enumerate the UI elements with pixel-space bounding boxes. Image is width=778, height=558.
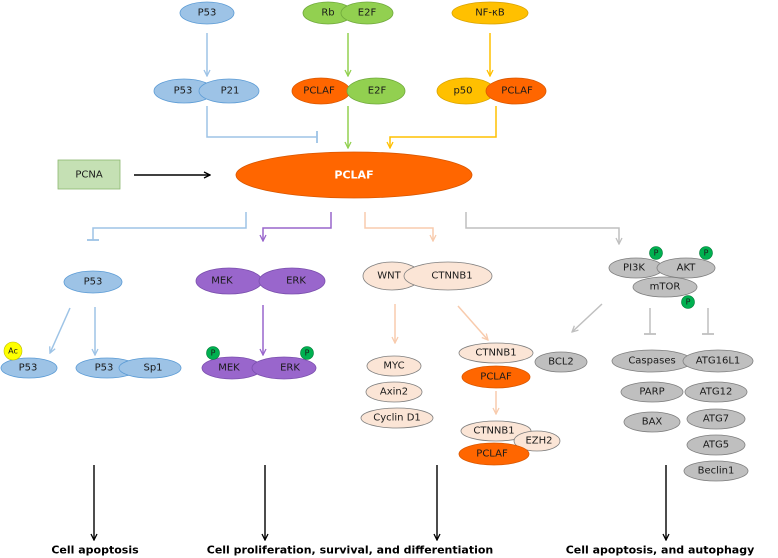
p50-pclaf-complex: p50 PCLAF — [436, 77, 547, 105]
rb-label: Rb — [321, 8, 334, 19]
bcl2-label: BCL2 — [548, 357, 574, 368]
p50-label: p50 — [453, 86, 472, 97]
wnt-ctnnb1-complex: WNT CTNNB1 — [362, 261, 493, 291]
pi3k-label: PI3K — [623, 263, 645, 274]
p53-p21-complex: P53 P21 — [153, 78, 260, 104]
beclin1-node: Beclin1 — [683, 460, 749, 482]
outcome-apoptosis: Cell apoptosis — [51, 544, 139, 557]
arrow-pi3k-to-bcl2 — [572, 303, 603, 332]
phospho-akt-badge: P — [699, 246, 713, 260]
ctnnb1-a-label: CTNNB1 — [431, 271, 472, 282]
p53-branch-label: P53 — [84, 277, 103, 288]
parp-label: PARP — [639, 387, 664, 398]
ezh2-label: EZH2 — [525, 436, 552, 447]
mek-erk-complex: MEK ERK — [195, 267, 326, 295]
arrow-p50-to-pclaf — [390, 106, 497, 148]
p53-mid-label: P53 — [174, 86, 193, 97]
mek1-label: MEK — [211, 276, 233, 287]
mek-erk-phospho-complex: MEK ERK — [201, 356, 317, 380]
arrow-pclaf-to-wnt — [364, 212, 433, 241]
ctnnb1-c-label: CTNNB1 — [473, 426, 514, 437]
cyclind1-node: Cyclin D1 — [360, 407, 434, 429]
phospho-pi3k-badge: P — [649, 246, 663, 260]
arrow-pclaf-to-mek-erk — [263, 212, 332, 241]
erk1-label: ERK — [286, 276, 306, 287]
atg7-node: ATG7 — [686, 408, 746, 430]
inhibit-p21-to-pclaf — [206, 106, 317, 138]
p53-top-label: P53 — [198, 8, 217, 19]
bcl2-node: BCL2 — [534, 351, 588, 373]
svg-text:P: P — [686, 298, 691, 307]
pclaf-center-node: PCLAF — [235, 151, 473, 199]
pclaf-b-label: PCLAF — [480, 372, 512, 383]
mtor-label: mTOR — [650, 282, 681, 293]
pi3k-akt-mtor-complex: PI3K AKT mTOR — [608, 257, 716, 298]
outcome-proliferation: Cell proliferation, survival, and differ… — [207, 544, 494, 557]
e2f-mid-label: E2F — [368, 86, 387, 97]
pclaf-center-label: PCLAF — [334, 169, 373, 182]
nfkb-node: NF-κB — [451, 1, 529, 25]
arrow-p53-to-acetyl — [50, 307, 71, 353]
phospho-mek-badge: P — [206, 346, 220, 360]
atg12-node: ATG12 — [684, 381, 748, 403]
p53-sp1-label: P53 — [95, 363, 114, 374]
atg12-label: ATG12 — [700, 387, 733, 398]
p53-top-node: P53 — [179, 1, 235, 25]
ac-label: Ac — [8, 347, 18, 356]
arrow-pclaf-to-pi3k — [465, 212, 619, 244]
beclin1-label: Beclin1 — [698, 466, 735, 477]
p53-acetyl-node: P53 — [0, 357, 58, 379]
bax-node: BAX — [623, 411, 681, 433]
ctnnb1-ezh2-pclaf-complex: CTNNB1 EZH2 PCLAF — [458, 420, 561, 466]
svg-text:P: P — [211, 349, 216, 358]
atg7-label: ATG7 — [703, 414, 729, 425]
akt-label: AKT — [677, 263, 697, 274]
pclaf-e2f-label: PCLAF — [303, 86, 335, 97]
svg-text:P: P — [704, 249, 709, 258]
myc-label: MYC — [383, 361, 404, 372]
pcna-label: PCNA — [75, 170, 102, 181]
bax-label: BAX — [642, 417, 663, 428]
pclaf-p50-label: PCLAF — [501, 86, 533, 97]
nfkb-label: NF-κB — [475, 8, 505, 19]
atg16l1-label: ATG16L1 — [696, 356, 741, 367]
mek2-label: MEK — [218, 363, 240, 374]
pclaf-c-label: PCLAF — [476, 449, 508, 460]
p53-sp1-complex: P53 Sp1 — [75, 357, 182, 379]
inhibit-pclaf-to-p53 — [92, 212, 247, 240]
myc-node: MYC — [366, 355, 422, 377]
p21-label: P21 — [221, 86, 240, 97]
atg5-label: ATG5 — [703, 440, 729, 451]
p53-ac-label: P53 — [19, 363, 38, 374]
svg-text:P: P — [305, 349, 310, 358]
caspases-node: Caspases — [611, 349, 693, 373]
svg-text:P: P — [654, 249, 659, 258]
outcome-apoptosis-autophagy: Cell apoptosis, and autophagy — [566, 544, 755, 557]
parp-node: PARP — [620, 381, 684, 403]
ctnnb1-pclaf-stack: CTNNB1 PCLAF — [458, 342, 534, 389]
wnt-label: WNT — [377, 271, 401, 282]
atg16l1-node: ATG16L1 — [682, 349, 754, 373]
cyclind1-label: Cyclin D1 — [373, 413, 421, 424]
caspases-label: Caspases — [628, 356, 675, 367]
acetyl-badge: Ac — [3, 341, 23, 361]
pcna-box: PCNA — [57, 159, 121, 190]
erk2-label: ERK — [280, 363, 300, 374]
axin2-label: Axin2 — [380, 387, 408, 398]
pclaf-e2f-complex: PCLAF E2F — [291, 77, 406, 105]
axin2-node: Axin2 — [365, 381, 423, 403]
p53-branch-node: P53 — [63, 270, 123, 294]
arrow-ctnnb1-to-pclaf — [457, 305, 488, 340]
phospho-erk-badge: P — [300, 346, 314, 360]
phospho-mtor-badge: P — [681, 295, 695, 309]
sp1-label: Sp1 — [143, 363, 162, 374]
ctnnb1-b-label: CTNNB1 — [475, 348, 516, 359]
atg5-node: ATG5 — [686, 434, 746, 456]
rb-e2f-complex: Rb E2F — [302, 1, 394, 25]
e2f-top-label: E2F — [358, 8, 377, 19]
